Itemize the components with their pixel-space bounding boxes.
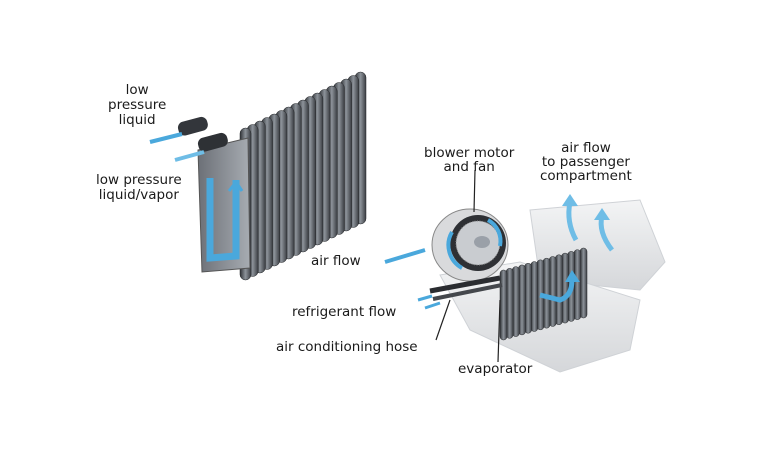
label-low-pressure-liquid-vapor: low pressure liquid/vapor bbox=[96, 173, 182, 203]
leader-lines bbox=[435, 169, 501, 363]
label-air-conditioning-hose: air conditioning hose bbox=[276, 339, 418, 355]
label-line: compartment bbox=[540, 168, 632, 184]
label-air-flow-to-passenger: air flow to passenger compartment bbox=[540, 141, 632, 183]
label-line: pressure bbox=[108, 97, 167, 113]
label-line: to passenger bbox=[541, 154, 630, 170]
label-air-flow-in: air flow bbox=[311, 253, 361, 269]
evaporator-front-plate bbox=[197, 137, 251, 273]
label-evaporator: evaporator bbox=[458, 361, 533, 377]
label-line: low bbox=[125, 82, 149, 98]
ac-hose bbox=[429, 275, 503, 301]
label-line: blower motor bbox=[424, 145, 515, 161]
label-line: liquid bbox=[118, 112, 156, 128]
label-line: air flow bbox=[561, 140, 611, 156]
label-refrigerant-flow: refrigerant flow bbox=[292, 304, 397, 320]
fin bbox=[499, 269, 508, 341]
label-blower-motor-and-fan: blower motor and fan bbox=[424, 146, 514, 174]
inlet-pipes bbox=[149, 116, 228, 162]
label-line: and fan bbox=[443, 159, 495, 175]
label-line: liquid/vapor bbox=[98, 187, 179, 203]
evaporator-core-large bbox=[239, 71, 367, 281]
label-line: low pressure bbox=[96, 172, 182, 188]
flow-arrows bbox=[384, 194, 615, 310]
blower-motor-and-fan bbox=[431, 208, 509, 282]
label-low-pressure-liquid: low pressure liquid bbox=[108, 83, 166, 128]
